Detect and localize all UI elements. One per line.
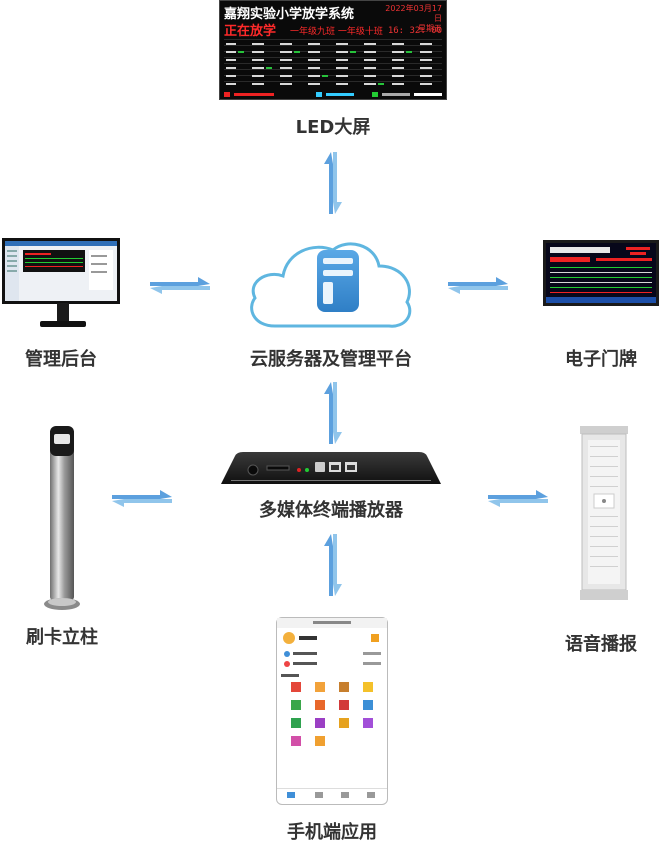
led-label: LED大屏 xyxy=(295,117,371,138)
mobile-app-content xyxy=(277,618,387,798)
led-screen-image: 嘉翔实验小学放学系统 2022年03月17日 星期五 正在放学 一年级九班 一年… xyxy=(219,0,447,100)
media-player-device xyxy=(221,452,441,484)
led-title: 嘉翔实验小学放学系统 xyxy=(224,7,355,22)
led-legend xyxy=(224,92,442,97)
led-time: 16: 32: 00 xyxy=(387,26,442,36)
led-classes: 一年级九班 一年级十班 xyxy=(290,27,383,37)
led-table-cells xyxy=(226,43,432,85)
cloud-server-icon xyxy=(250,242,412,328)
monitor-stand xyxy=(40,303,86,327)
door-label: 电子门牌 xyxy=(565,349,637,370)
double-arrow-admin-cloud xyxy=(150,277,210,294)
led-date: 2022年03月17日 星期五 xyxy=(385,4,442,33)
mobile-label: 手机端应用 xyxy=(287,822,377,843)
double-arrow-cloud-player xyxy=(324,382,342,444)
double-arrow-player-mobile xyxy=(324,534,342,596)
card-label: 刷卡立柱 xyxy=(26,627,98,648)
double-arrow-led-cloud xyxy=(324,152,342,214)
speaker-column-device xyxy=(580,426,628,600)
double-arrow-card-player xyxy=(112,490,172,507)
door-plate-image xyxy=(543,240,659,306)
mobile-app-image xyxy=(276,617,388,805)
door-plate-content xyxy=(546,243,656,303)
led-table xyxy=(224,39,442,87)
player-label: 多媒体终端播放器 xyxy=(259,500,403,521)
speaker-label: 语音播报 xyxy=(565,634,637,655)
admin-label: 管理后台 xyxy=(25,349,97,370)
double-arrow-player-speaker xyxy=(488,490,548,507)
card-pillar-device xyxy=(44,426,80,610)
led-status: 正在放学 xyxy=(224,24,277,39)
admin-monitor-image xyxy=(2,238,120,304)
admin-screen-content xyxy=(5,241,117,301)
double-arrow-cloud-door xyxy=(448,277,508,294)
cloud-label: 云服务器及管理平台 xyxy=(250,349,412,370)
